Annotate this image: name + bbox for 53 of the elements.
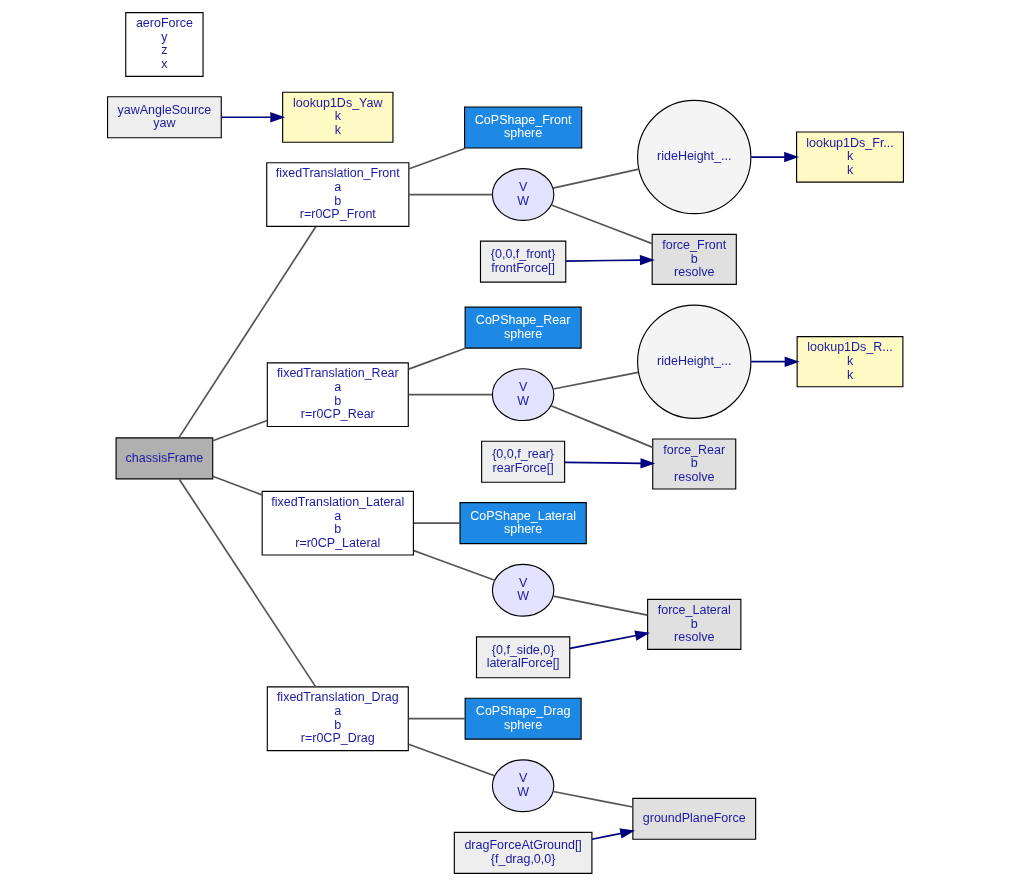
arrow xyxy=(565,254,655,266)
node-box: force_Rear b resolve xyxy=(652,438,737,490)
node-box: {0,f_side,0} lateralForce[] xyxy=(475,636,571,679)
connector xyxy=(552,790,634,808)
node-circle: rideHeight_... xyxy=(637,99,752,215)
connector xyxy=(550,404,654,449)
node-box: CoPShape_Drag sphere xyxy=(464,697,582,740)
node-box: {0,0,f_rear} rearForce[] xyxy=(481,440,566,483)
arrow xyxy=(569,630,650,650)
node-box: groundPlaneForce xyxy=(632,797,757,840)
node-box: fixedTranslation_Drag a b r=r0CP_Drag xyxy=(266,686,409,752)
node-box: {0,0,f_front} frontForce[] xyxy=(479,240,567,283)
node-box: lookup1Ds_Fr... k k xyxy=(796,131,905,183)
node-box: aeroForce y z x xyxy=(125,12,204,77)
connector xyxy=(408,193,494,196)
node-box: CoPShape_Lateral sphere xyxy=(459,502,587,545)
node-box: lookup1Ds_Yaw k k xyxy=(282,91,394,143)
connector xyxy=(211,419,269,442)
connector xyxy=(550,204,654,245)
connector xyxy=(413,549,496,582)
node-ellipse: V W xyxy=(491,563,555,617)
connector xyxy=(552,371,640,390)
connector xyxy=(552,595,649,616)
connector xyxy=(407,393,493,396)
node-box: chassisFrame xyxy=(115,437,214,480)
node-box: fixedTranslation_Rear a b r=r0CP_Rear xyxy=(266,362,409,428)
connector xyxy=(178,225,317,439)
node-ellipse: V W xyxy=(491,368,555,422)
connector xyxy=(178,478,317,688)
connector xyxy=(407,743,496,777)
arrow xyxy=(220,112,286,123)
node-box: dragForceAtGround[] {f_drag,0,0} xyxy=(453,831,593,874)
node-box: CoPShape_Front sphere xyxy=(464,106,583,149)
connector xyxy=(407,347,467,370)
node-ellipse: V W xyxy=(491,168,555,221)
connector xyxy=(211,475,263,496)
connector xyxy=(413,522,461,524)
arrow xyxy=(750,151,799,163)
connector xyxy=(407,717,466,720)
arrow xyxy=(750,356,800,367)
arrow xyxy=(563,458,656,469)
arrow xyxy=(591,828,635,841)
node-box: fixedTranslation_Front a b r=r0CP_Front xyxy=(266,162,410,227)
node-circle: rideHeight_... xyxy=(637,304,752,419)
connector xyxy=(408,147,467,170)
node-box: yawAngleSource yaw xyxy=(107,96,222,139)
node-ellipse: V W xyxy=(491,759,555,813)
connector xyxy=(552,168,640,190)
node-box: lookup1Ds_R... k k xyxy=(796,336,904,388)
node-box: force_Lateral b resolve xyxy=(647,598,742,650)
node-box: force_Front b resolve xyxy=(651,233,737,285)
node-box: fixedTranslation_Lateral a b r=r0CP_Lateral xyxy=(261,490,414,556)
node-box: CoPShape_Rear sphere xyxy=(464,306,582,349)
